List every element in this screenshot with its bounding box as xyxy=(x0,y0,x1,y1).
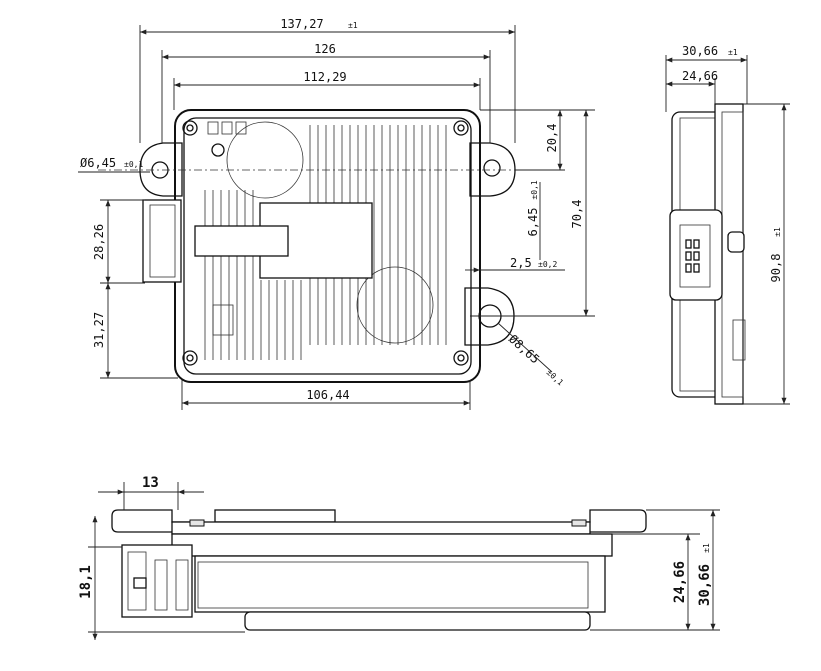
dim-hole-dia-left-tol: ±0,1 xyxy=(124,160,143,169)
front-view xyxy=(111,509,647,631)
dim-connector-height: 28,26 xyxy=(92,224,106,260)
dim-side-depth: 30,66 xyxy=(682,44,718,58)
dim-hole-dia-left: Ø6,45 xyxy=(80,156,116,170)
housing-inner-outline xyxy=(183,117,472,375)
top-view xyxy=(98,109,540,383)
dim-side-height-tol: ±1 xyxy=(773,227,782,237)
dim-side-inner: 24,66 xyxy=(682,69,718,83)
dim-lower-offset: 31,27 xyxy=(92,312,106,348)
dim-flange-width: 13 xyxy=(142,475,159,491)
dim-bottom-width: 106,44 xyxy=(306,388,349,402)
dim-hole-dia-right-tol: ±0,1 xyxy=(530,180,539,199)
dim-slot-dia: Ø8,65 xyxy=(506,332,542,367)
front-flange-left xyxy=(111,509,191,533)
side-view xyxy=(669,103,746,405)
side-view-dimensions: 30,66 ±1 24,66 90,8 ±1 xyxy=(665,44,790,405)
front-heatsink xyxy=(244,611,591,631)
dim-side-depth-tol: ±1 xyxy=(728,48,738,57)
dim-hole-dia-right: 6,45 xyxy=(526,208,540,237)
front-view-dimensions: 13 18,1 24,66 30,66 ±1 xyxy=(78,475,720,640)
dim-body-width: 112,29 xyxy=(303,70,346,84)
dim-top-offset: 20,4 xyxy=(545,124,559,153)
right-mounting-ear-bottom xyxy=(464,287,515,346)
front-flange-right xyxy=(574,509,647,533)
dim-front-inner: 24,66 xyxy=(672,561,688,603)
right-mounting-ear-top xyxy=(469,142,516,197)
side-connector-block xyxy=(669,209,723,301)
connector-tab xyxy=(194,225,289,257)
left-mounting-ear xyxy=(139,142,183,197)
dim-vertical-span: 70,4 xyxy=(570,200,584,229)
dim-slot-dia-tol: ±0,1 xyxy=(545,368,565,388)
dim-overall-width-tol: ±1 xyxy=(348,21,358,30)
dim-front-total-tol: ±1 xyxy=(702,543,711,553)
front-connector xyxy=(121,544,193,618)
dim-hole-pitch: 126 xyxy=(314,42,336,56)
dim-front-total: 30,66 xyxy=(697,564,713,606)
dim-side-height: 90,8 xyxy=(769,254,783,283)
dim-edge-offset-tol: ±0,2 xyxy=(538,260,557,269)
front-lower-body xyxy=(194,555,606,613)
top-view-dimensions: 137,27 ±1 126 112,29 106,44 Ø6,45 ±0,1 2… xyxy=(78,17,595,410)
front-main-body xyxy=(171,533,613,557)
front-base-plate xyxy=(171,521,591,535)
dim-edge-offset: 2,5 xyxy=(510,256,532,270)
dim-overall-width: 137,27 xyxy=(280,17,323,31)
dim-front-height: 18,1 xyxy=(78,565,94,599)
